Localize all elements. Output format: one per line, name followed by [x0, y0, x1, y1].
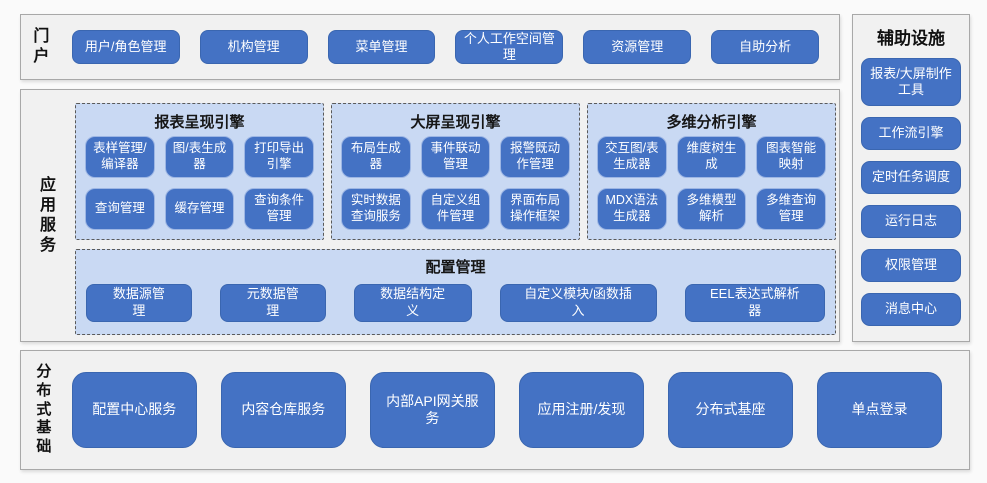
dist-item-app-registry[interactable]: 应用注册/发现 [518, 372, 644, 448]
application-services-label-column: 应用服务 [21, 90, 75, 341]
dashboard-engine-item[interactable]: 界面布局操作框架 [500, 188, 570, 231]
dist-item-config-center[interactable]: 配置中心服务 [71, 372, 197, 448]
olap-engine-item[interactable]: 多维模型解析 [676, 188, 747, 231]
portal-section: 门户 用户/角色管理 机构管理 菜单管理 个人工作空间管理 资源管理 自助分析 [20, 14, 840, 80]
dashboard-engine-title: 大屏呈现引擎 [410, 114, 501, 131]
report-engine-title: 报表呈现引擎 [154, 114, 245, 131]
engine-panels-row: 报表呈现引擎 表样管理/编译器 图/表生成器 打印导出引擎 查询管理 缓存管理 … [75, 103, 836, 241]
portal-item-self-analysis[interactable]: 自助分析 [711, 30, 820, 64]
config-item-data-structure[interactable]: 数据结构定义 [353, 283, 472, 322]
report-engine-panel: 报表呈现引擎 表样管理/编译器 图/表生成器 打印导出引擎 查询管理 缓存管理 … [75, 103, 324, 241]
dashboard-engine-item[interactable]: 实时数据查询服务 [341, 188, 411, 231]
dist-item-api-gateway[interactable]: 内部API网关服务 [369, 372, 495, 448]
dashboard-engine-item[interactable]: 报警既动作管理 [500, 136, 570, 179]
aux-item-report-tool[interactable]: 报表/大屏制作工具 [861, 58, 961, 106]
olap-engine-item[interactable]: MDX语法生成器 [597, 188, 667, 231]
dist-item-content-repo[interactable]: 内容仓库服务 [220, 372, 346, 448]
distributed-foundation-label: 分布式基础 [36, 363, 52, 456]
report-engine-item[interactable]: 查询条件管理 [244, 188, 314, 231]
application-services-content: 报表呈现引擎 表样管理/编译器 图/表生成器 打印导出引擎 查询管理 缓存管理 … [75, 90, 839, 341]
portal-item-organization[interactable]: 机构管理 [199, 30, 308, 64]
olap-engine-title: 多维分析引擎 [666, 114, 757, 131]
portal-item-menu[interactable]: 菜单管理 [327, 30, 436, 64]
report-engine-item[interactable]: 打印导出引擎 [244, 136, 314, 179]
distributed-foundation-section: 分布式基础 配置中心服务 内容仓库服务 内部API网关服务 应用注册/发现 分布… [20, 350, 970, 470]
report-engine-item[interactable]: 表样管理/编译器 [85, 136, 155, 179]
config-item-datasource[interactable]: 数据源管理 [86, 283, 192, 322]
olap-engine-item[interactable]: 多维查询管理 [756, 188, 826, 231]
dashboard-engine-item[interactable]: 事件联动管理 [420, 136, 491, 179]
distributed-button-row: 配置中心服务 内容仓库服务 内部API网关服务 应用注册/发现 分布式基座 单点… [71, 372, 943, 448]
dist-item-sso[interactable]: 单点登录 [816, 372, 943, 448]
report-engine-item[interactable]: 图/表生成器 [164, 136, 235, 179]
portal-item-user-role[interactable]: 用户/角色管理 [71, 30, 180, 64]
dashboard-engine-item[interactable]: 布局生成器 [341, 136, 411, 179]
portal-label: 门户 [33, 28, 50, 65]
portal-item-resource[interactable]: 资源管理 [583, 30, 692, 64]
config-management-row: 数据源管理 元数据管理 数据结构定义 自定义模块/函数插入 EEL表达式解析器 [86, 281, 826, 324]
olap-engine-item[interactable]: 图表智能映射 [756, 136, 826, 179]
aux-item-message-center[interactable]: 消息中心 [861, 293, 961, 326]
portal-button-row: 用户/角色管理 机构管理 菜单管理 个人工作空间管理 资源管理 自助分析 [71, 30, 820, 64]
olap-engine-grid: 交互图/表生成器 维度树生成 图表智能映射 MDX语法生成器 多维模型解析 多维… [597, 136, 826, 231]
aux-item-workflow-engine[interactable]: 工作流引擎 [861, 117, 961, 150]
aux-item-permission[interactable]: 权限管理 [861, 249, 961, 282]
dashboard-engine-panel: 大屏呈现引擎 布局生成器 事件联动管理 报警既动作管理 实时数据查询服务 自定义… [331, 103, 580, 241]
olap-engine-panel: 多维分析引擎 交互图/表生成器 维度树生成 图表智能映射 MDX语法生成器 多维… [587, 103, 836, 241]
dashboard-engine-grid: 布局生成器 事件联动管理 报警既动作管理 实时数据查询服务 自定义组件管理 界面… [341, 136, 570, 231]
config-item-metadata[interactable]: 元数据管理 [219, 283, 326, 322]
auxiliary-button-list: 报表/大屏制作工具 工作流引擎 定时任务调度 运行日志 权限管理 消息中心 [861, 58, 961, 331]
aux-item-run-log[interactable]: 运行日志 [861, 205, 961, 238]
report-engine-grid: 表样管理/编译器 图/表生成器 打印导出引擎 查询管理 缓存管理 查询条件管理 [85, 136, 314, 231]
application-services-section: 应用服务 报表呈现引擎 表样管理/编译器 图/表生成器 打印导出引擎 查询管理 … [20, 89, 840, 342]
portal-item-workspace[interactable]: 个人工作空间管理 [455, 30, 564, 64]
config-item-eel-parser[interactable]: EEL表达式解析器 [684, 283, 826, 322]
report-engine-item[interactable]: 查询管理 [85, 188, 155, 231]
config-management-panel: 配置管理 数据源管理 元数据管理 数据结构定义 自定义模块/函数插入 EEL表达… [75, 249, 836, 335]
auxiliary-facilities-section: 辅助设施 报表/大屏制作工具 工作流引擎 定时任务调度 运行日志 权限管理 消息… [852, 14, 970, 342]
config-management-title: 配置管理 [425, 259, 486, 277]
dist-item-distributed-base[interactable]: 分布式基座 [667, 372, 793, 448]
config-item-custom-module[interactable]: 自定义模块/函数插入 [499, 283, 657, 322]
aux-item-task-scheduler[interactable]: 定时任务调度 [861, 161, 961, 194]
dashboard-engine-item[interactable]: 自定义组件管理 [420, 188, 491, 231]
report-engine-item[interactable]: 缓存管理 [164, 188, 235, 231]
auxiliary-facilities-title: 辅助设施 [877, 29, 945, 48]
application-services-label: 应用服务 [39, 176, 56, 254]
olap-engine-item[interactable]: 交互图/表生成器 [597, 136, 667, 179]
olap-engine-item[interactable]: 维度树生成 [676, 136, 747, 179]
